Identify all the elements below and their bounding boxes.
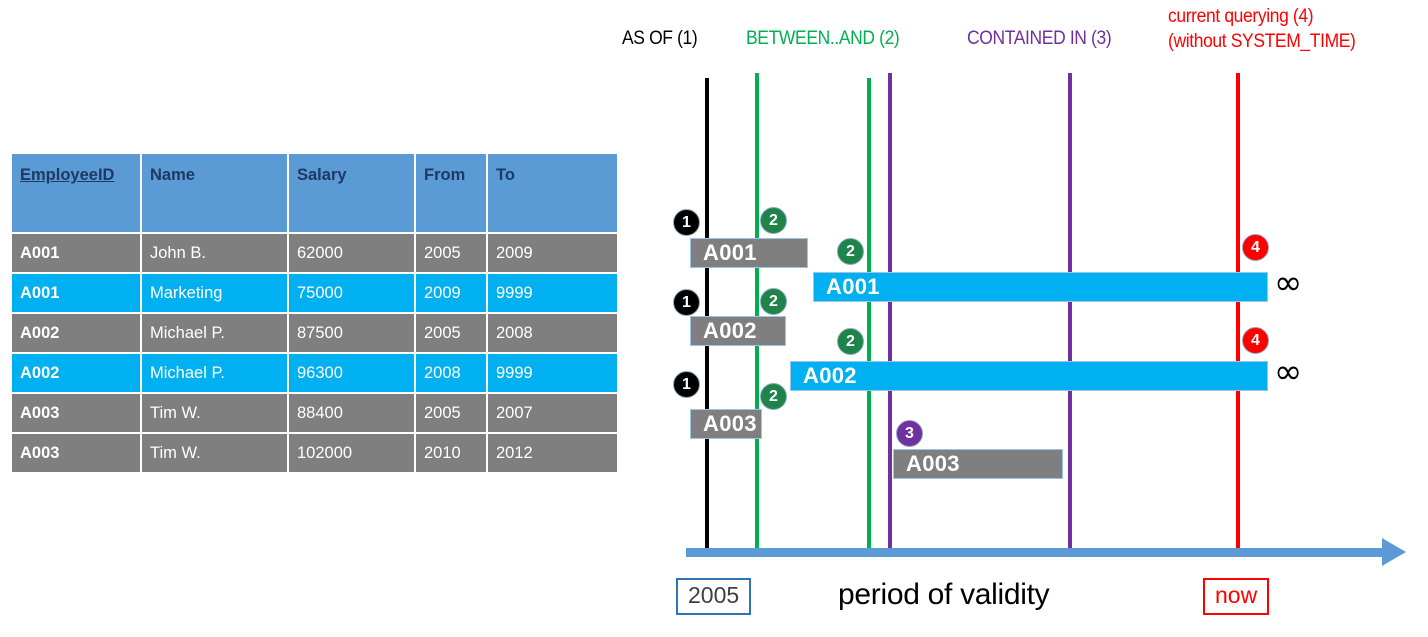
cell-salary: 75000 (289, 274, 414, 312)
cell-to: 9999 (488, 274, 617, 312)
bar-a001-historical: A001 (690, 238, 808, 268)
cell-name: Michael P. (142, 314, 287, 352)
cell-employeeid: A002 (12, 354, 140, 392)
axis-now-label: now (1203, 578, 1270, 615)
marker-2-a003: 2 (760, 383, 787, 410)
cell-from: 2005 (416, 394, 486, 432)
cell-salary: 102000 (289, 434, 414, 472)
column-header-name: Name (142, 154, 287, 232)
column-header-employeeid-label: EmployeeID (20, 166, 115, 184)
between-start-line (755, 73, 759, 557)
cell-employeeid: A001 (12, 274, 140, 312)
marker-2-a001-start: 2 (760, 207, 787, 234)
cell-salary: 88400 (289, 394, 414, 432)
contained-end-line (1068, 73, 1072, 557)
bar-a003-second: A003 (893, 449, 1063, 479)
contained-start-line (888, 73, 892, 557)
cell-employeeid: A003 (12, 394, 140, 432)
cell-from: 2005 (416, 314, 486, 352)
marker-2-a001-end: 2 (837, 238, 864, 265)
column-header-to: To (488, 154, 617, 232)
between-end-line (867, 78, 871, 557)
infinity-icon-a002: ∞ (1274, 352, 1303, 392)
cell-to: 2007 (488, 394, 617, 432)
axis-arrow-icon (1382, 538, 1406, 566)
marker-3-a003: 3 (896, 420, 923, 447)
legend-between-and: BETWEEN..AND (2) (746, 28, 900, 49)
now-line (1236, 73, 1240, 557)
cell-name: Michael P. (142, 354, 287, 392)
cell-salary: 62000 (289, 234, 414, 272)
cell-name: Tim W. (142, 394, 287, 432)
axis-caption: period of validity (838, 578, 1050, 611)
legend-as-of: AS OF (1) (622, 28, 698, 49)
infinity-icon-a001: ∞ (1274, 263, 1303, 303)
legend-current-querying: current querying (4) (1168, 6, 1314, 27)
table-row: A001 Marketing 75000 2009 9999 (12, 274, 617, 312)
cell-to: 2012 (488, 434, 617, 472)
cell-salary: 87500 (289, 314, 414, 352)
bar-a002-current: A002 (790, 361, 1268, 391)
marker-2-a002-start: 2 (760, 288, 787, 315)
table-row: A003 Tim W. 88400 2005 2007 (12, 394, 617, 432)
cell-from: 2005 (416, 234, 486, 272)
cell-employeeid: A001 (12, 234, 140, 272)
cell-employeeid: A002 (12, 314, 140, 352)
table-body: A001 John B. 62000 2005 2009 A001 Market… (12, 234, 617, 472)
table-row: A002 Michael P. 87500 2005 2008 (12, 314, 617, 352)
cell-name: Marketing (142, 274, 287, 312)
marker-1-a002: 1 (673, 289, 700, 316)
marker-2-a002-end: 2 (837, 328, 864, 355)
legend-contained-in: CONTAINED IN (3) (967, 28, 1112, 49)
table-row: A002 Michael P. 96300 2008 9999 (12, 354, 617, 392)
cell-name: John B. (142, 234, 287, 272)
column-header-from: From (416, 154, 486, 232)
column-header-employeeid: EmployeeID (12, 154, 140, 232)
bar-a002-historical: A002 (690, 316, 786, 346)
cell-to: 9999 (488, 354, 617, 392)
marker-4-a001: 4 (1242, 234, 1269, 261)
cell-to: 2009 (488, 234, 617, 272)
marker-4-a002: 4 (1242, 327, 1269, 354)
bar-a001-current: A001 (813, 272, 1268, 302)
bar-a003-historical: A003 (690, 409, 762, 439)
time-axis-line (686, 548, 1386, 557)
table-header: EmployeeID Name Salary From To (12, 154, 617, 232)
legend-without-system-time: (without SYSTEM_TIME) (1168, 31, 1356, 52)
table-row: A001 John B. 62000 2005 2009 (12, 234, 617, 272)
axis-start-label: 2005 (676, 578, 752, 615)
cell-from: 2008 (416, 354, 486, 392)
cell-from: 2009 (416, 274, 486, 312)
table-header-row: EmployeeID Name Salary From To (12, 154, 617, 232)
cell-employeeid: A003 (12, 434, 140, 472)
cell-salary: 96300 (289, 354, 414, 392)
table-row: A003 Tim W. 102000 2010 2012 (12, 434, 617, 472)
employee-history-table: EmployeeID Name Salary From To A001 John… (10, 152, 619, 474)
cell-to: 2008 (488, 314, 617, 352)
cell-name: Tim W. (142, 434, 287, 472)
marker-1-a003: 1 (673, 371, 700, 398)
marker-1-a001: 1 (673, 209, 700, 236)
column-header-salary: Salary (289, 154, 414, 232)
cell-from: 2010 (416, 434, 486, 472)
